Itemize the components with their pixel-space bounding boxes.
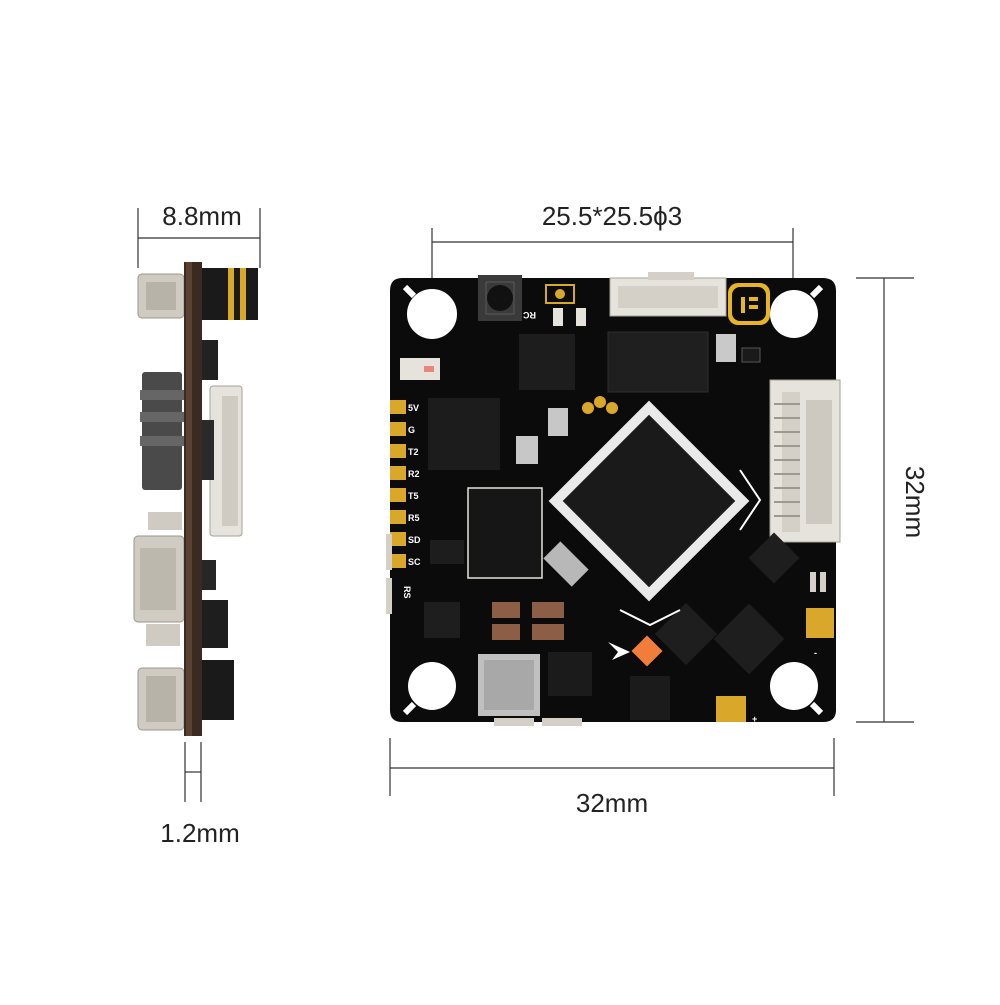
mount-hole-bl (402, 662, 456, 716)
mount-pattern-label: 25.5*25.5ϕ3 (542, 201, 682, 231)
pad-t2: T2 (408, 447, 419, 457)
pad-g: G (408, 425, 415, 435)
top-view: 25.5*25.5ϕ3 (386, 201, 930, 818)
top-connector (609, 272, 727, 317)
thickness-dimension: 1.2mm (160, 742, 240, 848)
mount-dimension: 25.5*25.5ϕ3 (431, 201, 794, 300)
pad-5v: 5V (408, 403, 419, 413)
brand-logo (728, 283, 770, 325)
side-components-right (202, 268, 258, 720)
pad-r2: R2 (408, 469, 420, 479)
arrow-marker (608, 642, 630, 660)
mount-hole-br (770, 662, 824, 716)
uart-pads: 5V G T2 R2 T5 R5 SD SC RS (390, 400, 421, 599)
side-view: 8.8mm (133, 201, 261, 848)
rc-label: RC (523, 310, 536, 320)
board-width-dimension: 32mm (389, 738, 835, 818)
mcu-chip (548, 400, 762, 627)
board-width-label: 32mm (576, 788, 648, 818)
side-connectors-left (133, 273, 188, 731)
components: + - (424, 331, 834, 724)
rc-antenna-pad: RC (523, 284, 575, 320)
height-dimension: 8.8mm (137, 201, 261, 268)
pad-rs: RS (402, 586, 412, 599)
bind-button (400, 358, 440, 380)
pad-t5: T5 (408, 491, 419, 501)
pad-sd: SD (408, 535, 421, 545)
plus-label: + (752, 714, 757, 724)
board-height-label: 32mm (900, 466, 930, 538)
mounting-holes (402, 284, 824, 716)
height-label: 8.8mm (162, 201, 241, 231)
pad-sc: SC (408, 557, 421, 567)
boot-button (478, 275, 522, 321)
mount-hole-tl (402, 284, 458, 346)
board-height-dimension: 32mm (856, 277, 930, 723)
mount-hole-tr (770, 284, 824, 338)
pad-r5: R5 (408, 513, 420, 523)
minus-label: - (814, 648, 817, 658)
right-connector (769, 379, 841, 543)
thickness-label: 1.2mm (160, 818, 239, 848)
